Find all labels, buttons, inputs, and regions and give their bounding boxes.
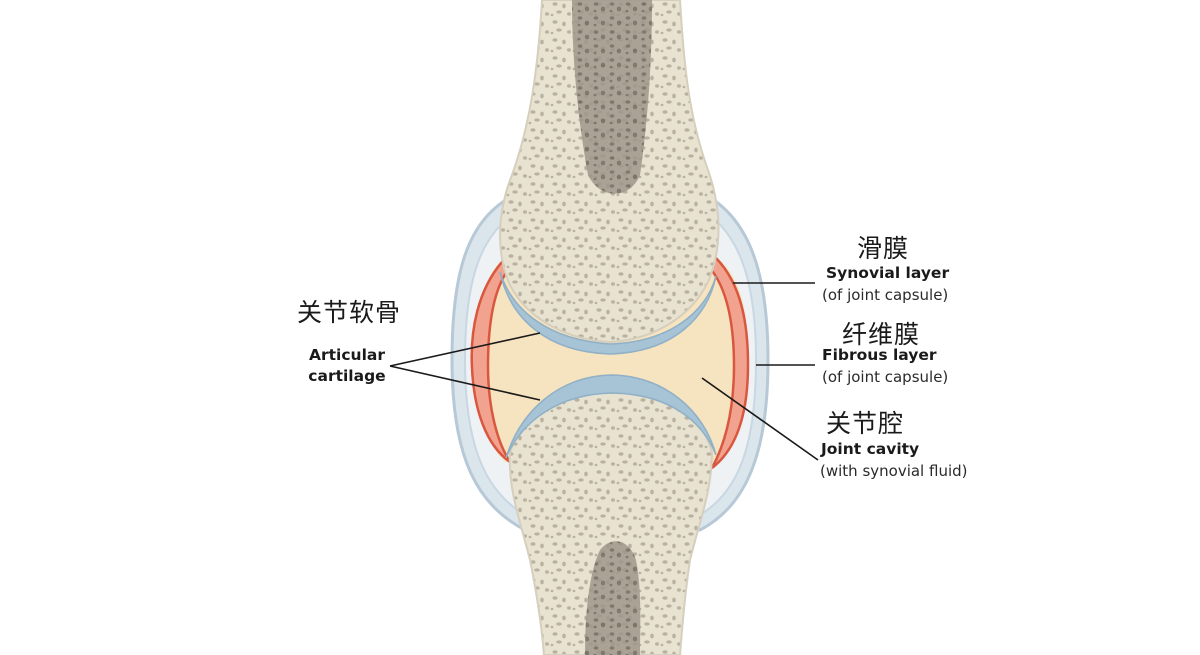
articular-cartilage-en-label-line2: cartilage (308, 367, 386, 385)
lower-articular-cartilage (505, 374, 717, 459)
fibrous-layer-sub-label: (of joint capsule) (822, 368, 949, 386)
leader-cartilage-upper (389, 332, 541, 367)
joint-cavity-sub-label: (with synovial fluid) (820, 462, 968, 480)
leader-cavity (701, 377, 819, 461)
synovial-layer-zh-label: 滑膜 (857, 234, 910, 263)
fibrous-layer-zh-label: 纤维膜 (842, 320, 921, 349)
joint-cavity-en-label: Joint cavity (821, 440, 920, 458)
synovial-layer-sub-label: (of joint capsule) (822, 286, 949, 304)
articular-cartilage-zh-label: 关节软骨 (297, 298, 402, 327)
upper-articular-cartilage (499, 271, 717, 355)
leader-cartilage-lower (389, 365, 541, 401)
synovial-layer-en-label: Synovial layer (826, 264, 950, 282)
upper-marrow (572, 0, 652, 194)
lower-marrow (585, 541, 641, 655)
joint-cavity-zh-label: 关节腔 (826, 409, 905, 438)
fibrous-layer-en-label: Fibrous layer (822, 346, 937, 364)
articular-cartilage-en-label-line1: Articular (308, 346, 385, 364)
